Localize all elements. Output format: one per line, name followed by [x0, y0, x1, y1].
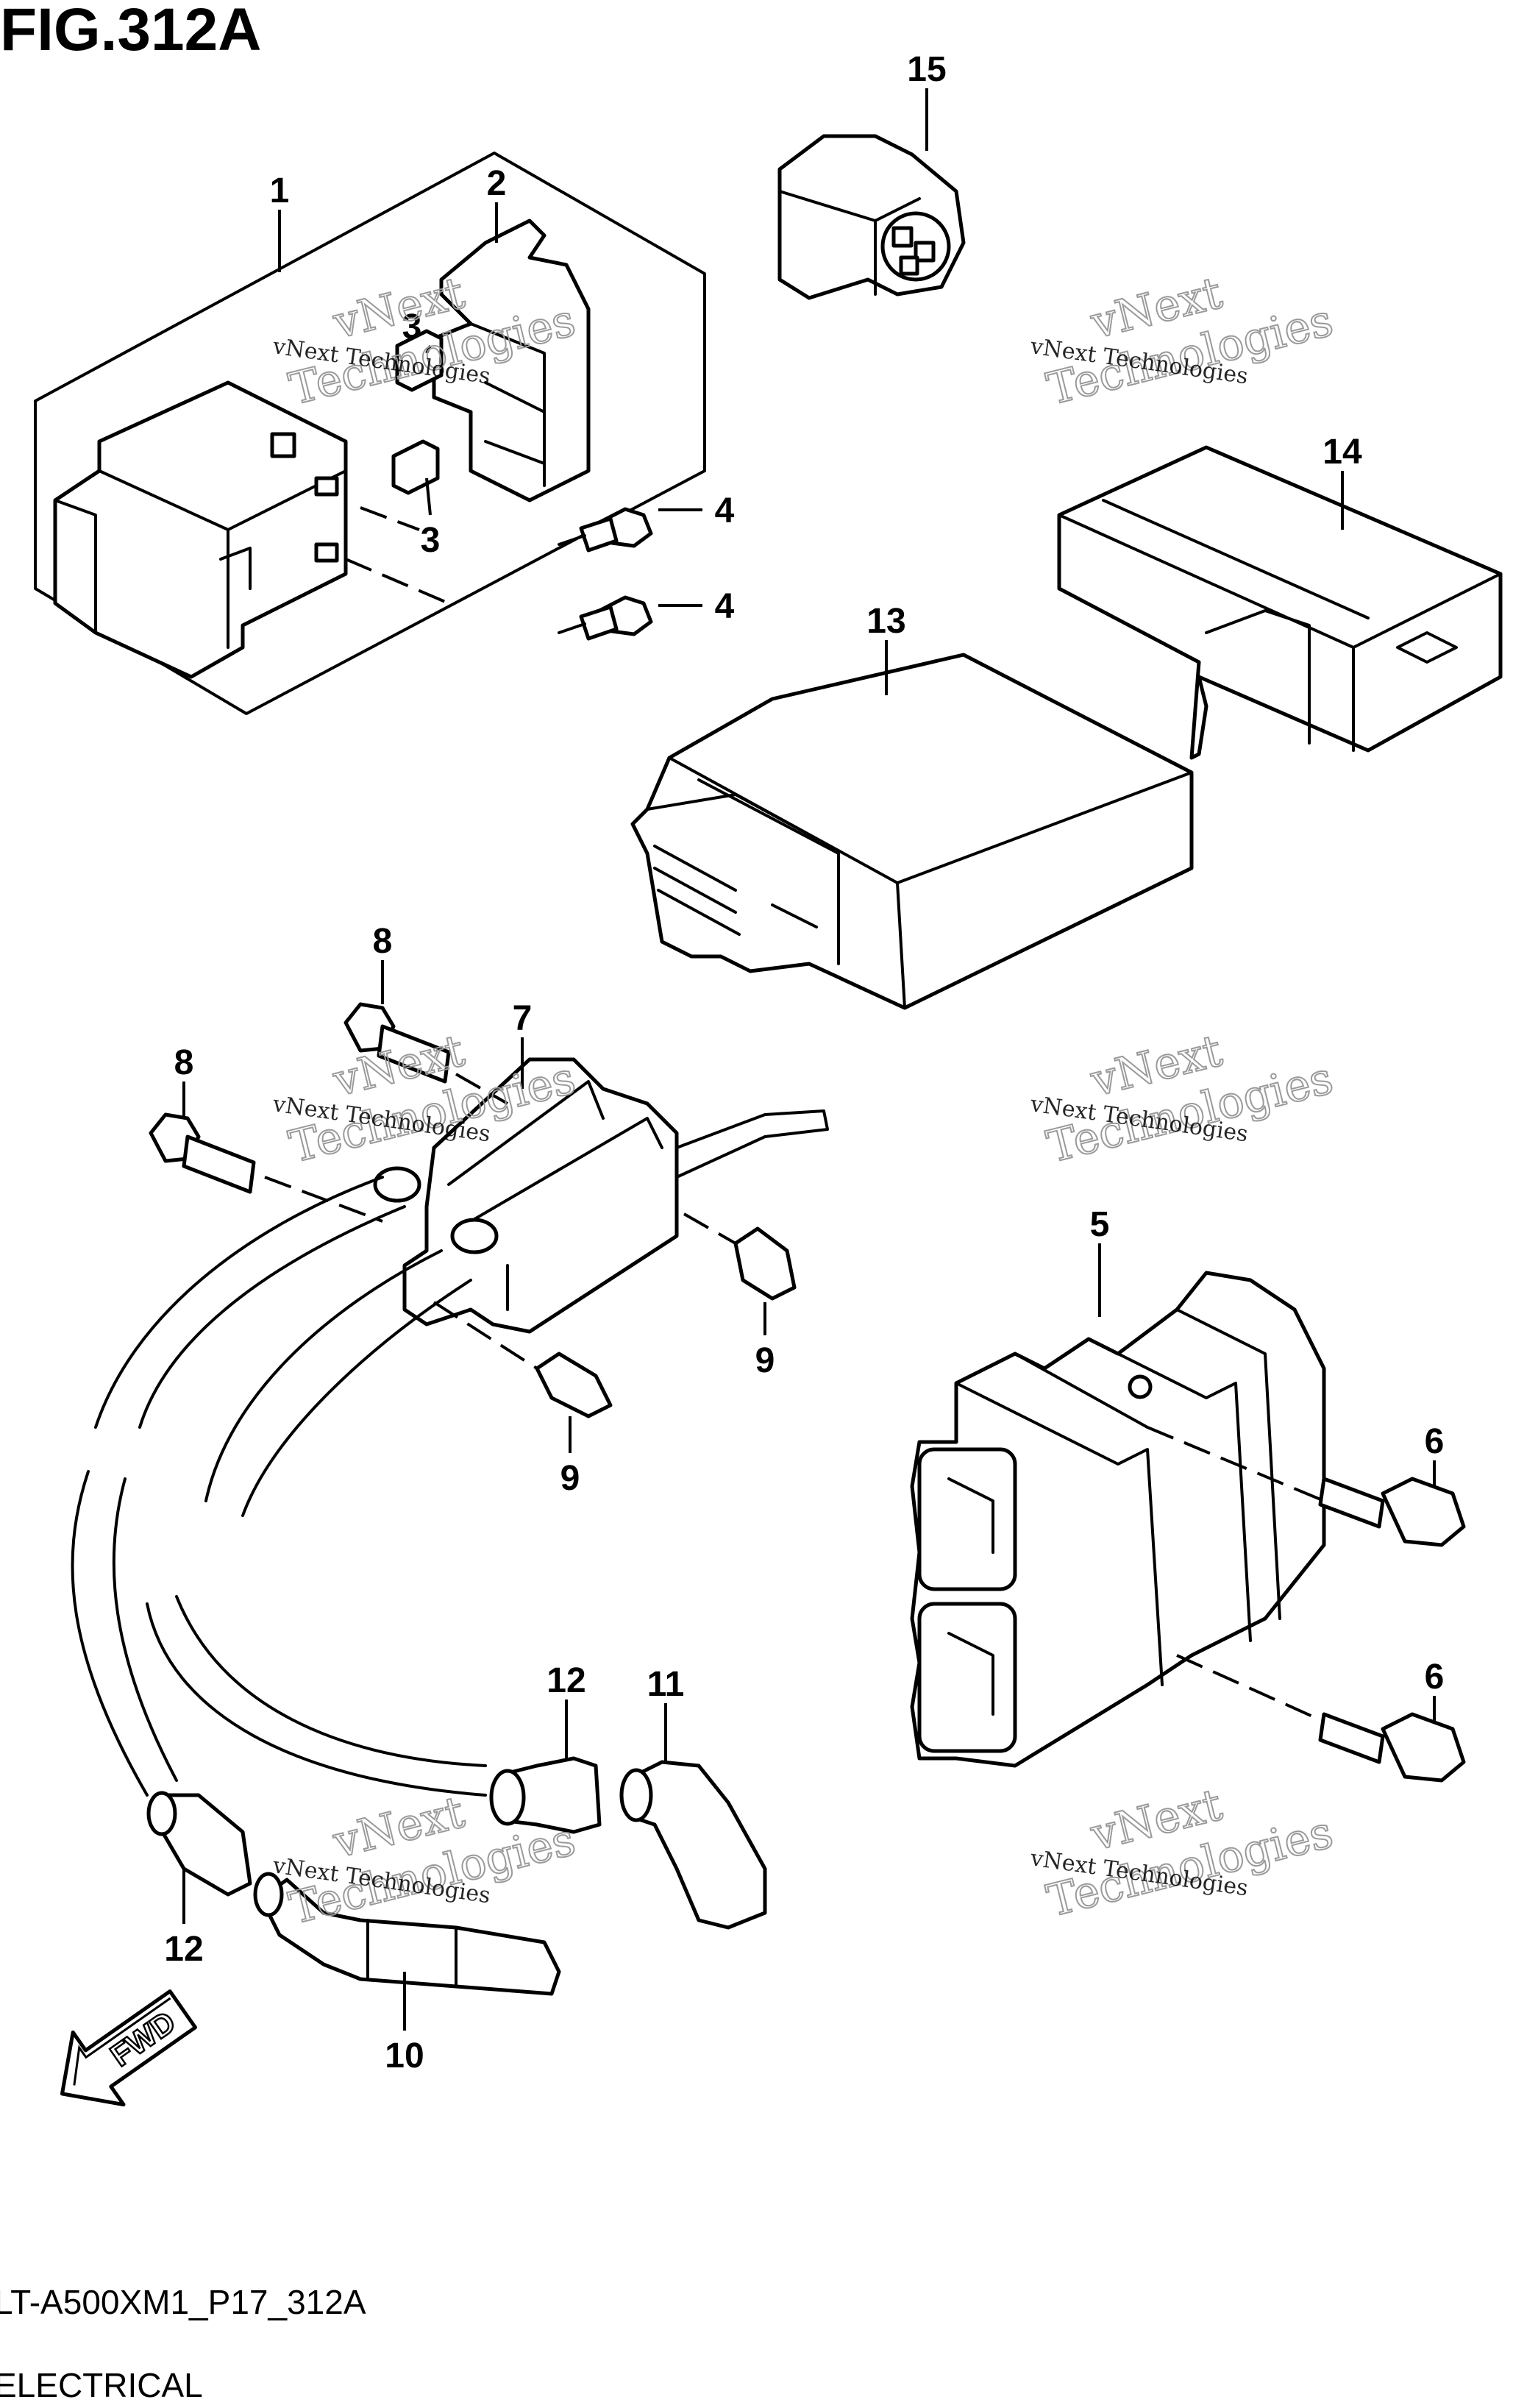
figure-code: LT-A500XM1_P17_312A: [0, 2283, 366, 2321]
callout-14: 14: [1322, 433, 1362, 472]
callout-6b: 6: [1425, 1658, 1445, 1697]
collar-9a: [683, 1212, 797, 1301]
callout-3a: 3: [402, 308, 422, 347]
callout-10: 10: [385, 2036, 424, 2075]
callout-12b: 12: [164, 1930, 203, 1969]
bolt-8a: [343, 1002, 508, 1105]
callout-7: 7: [513, 999, 533, 1038]
cap-12a: [489, 1756, 602, 1834]
callout-6a: 6: [1425, 1422, 1445, 1461]
callout-1: 1: [270, 171, 290, 210]
cover-14: [1057, 445, 1503, 760]
callout-4a: 4: [715, 491, 735, 530]
callout-5: 5: [1090, 1205, 1110, 1244]
callout-11: 11: [647, 1665, 685, 1704]
bolt-6b: [1318, 1712, 1466, 1783]
watermark-2: vNext Technologies vNext Technologies: [1028, 266, 1339, 416]
callout-3b: 3: [421, 521, 441, 560]
ecm-13: [630, 653, 1194, 1010]
ignition-coil-7: [373, 1057, 829, 1334]
callout-15: 15: [907, 50, 946, 89]
bolt-8b: [149, 1112, 383, 1223]
callout-labels: 1 2 3 3 4 4 5 6 6 7 8 8 9 9 10 11 12 12 …: [164, 50, 1444, 2075]
watermark-6: vNext Technologies vNext Technologies: [1028, 1778, 1339, 1928]
screw-4a: [558, 507, 653, 553]
coupler-15: [777, 134, 966, 300]
callout-4b: 4: [715, 587, 735, 626]
callout-2: 2: [487, 164, 507, 203]
fwd-arrow-icon: FWD: [60, 1989, 198, 2107]
watermark-4: vNext Technologies vNext Technologies: [1028, 1024, 1339, 1173]
leader-lines: [182, 88, 1436, 2031]
collar-9b: [432, 1301, 613, 1418]
relay-box-assembly: [34, 152, 706, 715]
cap-12b: [146, 1791, 252, 1897]
figure-name: ELECTRICAL: [0, 2366, 203, 2404]
callout-13: 13: [866, 602, 905, 641]
callout-8b: 8: [174, 1043, 194, 1082]
callout-9b: 9: [560, 1459, 580, 1498]
lead-wires: [71, 1176, 487, 1797]
callout-8a: 8: [373, 922, 393, 961]
regulator-5: [910, 1271, 1326, 1768]
figure-title: FIG.312A: [0, 0, 261, 63]
screw-4b: [558, 595, 653, 641]
callout-9a: 9: [755, 1341, 775, 1380]
bolt-6a: [1318, 1477, 1466, 1547]
plug-cap-11: [619, 1760, 767, 1930]
plug-cap-10: [253, 1872, 561, 1996]
callout-12a: 12: [547, 1661, 585, 1700]
